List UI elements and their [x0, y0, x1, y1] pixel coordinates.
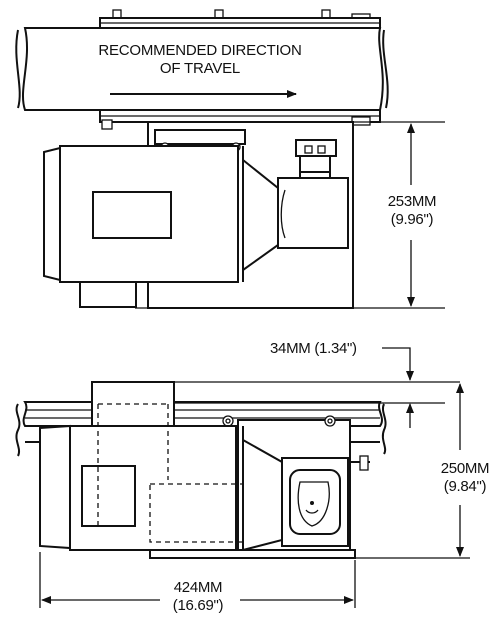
dimension-250: [355, 383, 470, 559]
height-250-mm: 250MM: [441, 460, 490, 477]
direction-label-line1: RECOMMENDED DIRECTION: [98, 42, 301, 59]
gearbox-top: [277, 139, 349, 249]
side-view: 34MM (1.34"): [15, 340, 490, 614]
height-250-in: (9.84"): [444, 478, 487, 495]
offset-34-label: 34MM (1.34"): [270, 340, 357, 357]
offset-34-leader: [382, 347, 414, 381]
direction-label-line2: OF TRAVEL: [160, 60, 240, 77]
motor-top: [43, 145, 244, 308]
base-plate-side: [149, 549, 356, 559]
top-view: RECOMMENDED DIRECTION OF TRAVEL: [15, 9, 445, 309]
height-253-in: (9.96"): [391, 211, 434, 228]
length-424-in: (16.69"): [173, 597, 224, 614]
top-block-side: [91, 381, 175, 427]
dimension-424: [39, 552, 356, 608]
conveyor-belt-top: [15, 9, 389, 130]
motor-side: [39, 424, 244, 551]
motor-nameplate-side: [81, 465, 136, 527]
length-424-mm: 424MM: [174, 579, 223, 596]
gearbox-side: [281, 455, 370, 547]
motor-nameplate: [92, 191, 172, 239]
dimension-253: [135, 121, 445, 309]
height-253-mm: 253MM: [388, 193, 437, 210]
